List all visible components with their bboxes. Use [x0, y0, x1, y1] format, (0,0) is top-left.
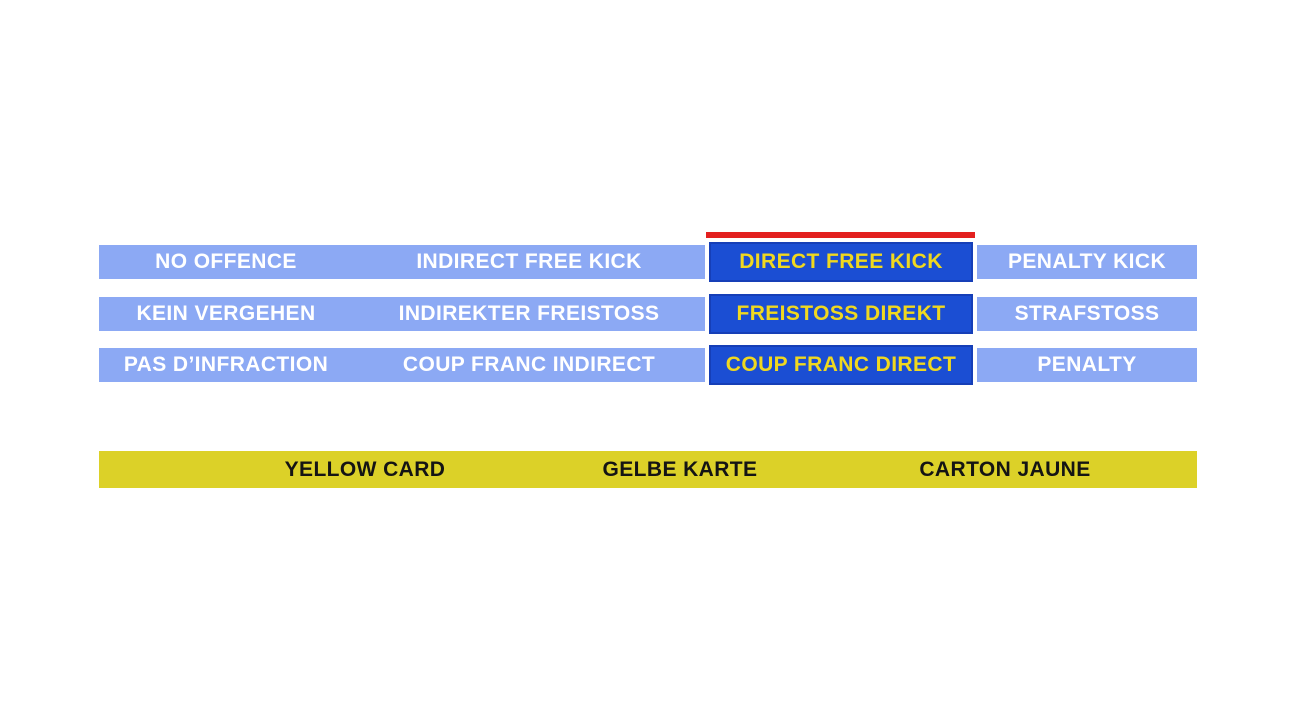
- cell-kein-vergehen[interactable]: KEIN VERGEHEN: [99, 297, 353, 331]
- cell-coup-franc-direct-selected[interactable]: COUP FRANC DIRECT: [709, 345, 973, 385]
- yellow-card-banner: YELLOW CARD GELBE KARTE CARTON JAUNE: [99, 451, 1197, 488]
- cell-pas-d-infraction[interactable]: PAS D’INFRACTION: [99, 348, 353, 382]
- selected-column-marker: [706, 232, 975, 238]
- decision-row-english: NO OFFENCE INDIRECT FREE KICK DIRECT FRE…: [99, 242, 1197, 282]
- cell-no-offence[interactable]: NO OFFENCE: [99, 245, 353, 279]
- cell-strafstoss[interactable]: STRAFSTOSS: [977, 297, 1197, 331]
- sanction-label-english: YELLOW CARD: [284, 457, 446, 481]
- decision-row-french: PAS D’INFRACTION COUP FRANC INDIRECT COU…: [99, 345, 1197, 385]
- decision-row-german: KEIN VERGEHEN INDIREKTER FREISTOSS FREIS…: [99, 294, 1197, 334]
- cell-direct-free-kick-selected[interactable]: DIRECT FREE KICK: [709, 242, 973, 282]
- cell-coup-franc-indirect[interactable]: COUP FRANC INDIRECT: [353, 348, 705, 382]
- cell-penalty-kick[interactable]: PENALTY KICK: [977, 245, 1197, 279]
- cell-indirect-free-kick[interactable]: INDIRECT FREE KICK: [353, 245, 705, 279]
- cell-penalty[interactable]: PENALTY: [977, 348, 1197, 382]
- cell-freistoss-direkt-selected[interactable]: FREISTOSS DIREKT: [709, 294, 973, 334]
- sanction-label-german: GELBE KARTE: [602, 457, 758, 481]
- sanction-label-french: CARTON JAUNE: [919, 457, 1091, 481]
- cell-indirekter-freistoss[interactable]: INDIREKTER FREISTOSS: [353, 297, 705, 331]
